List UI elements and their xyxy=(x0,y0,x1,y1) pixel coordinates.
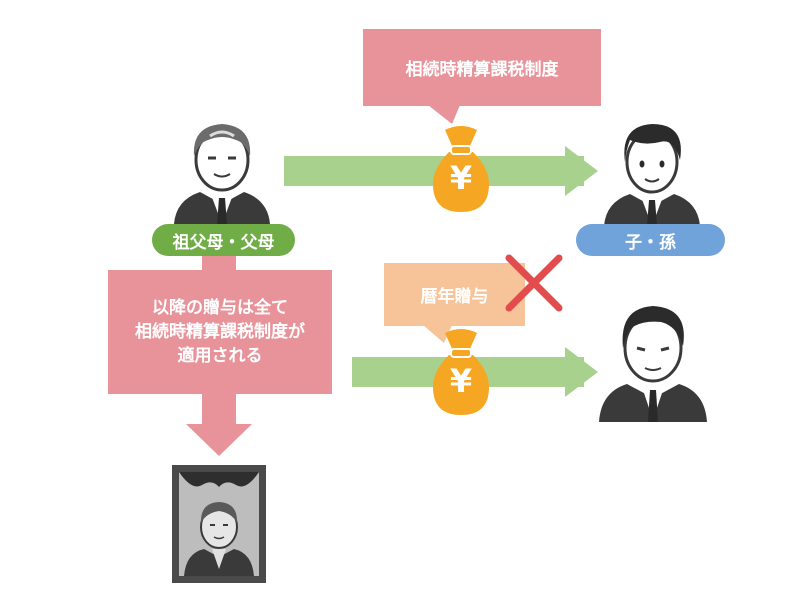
older-man-avatar xyxy=(599,306,707,422)
memorial-portrait-icon xyxy=(172,465,266,583)
giver-label-pill: 祖父母・父母 xyxy=(152,224,295,256)
note-line-1: 以降の贈与は全て xyxy=(152,298,288,318)
giver-label: 祖父母・父母 xyxy=(172,232,275,253)
top-bubble-label: 相続時精算課税制度 xyxy=(405,60,559,80)
mid-bubble-label: 暦年贈与 xyxy=(420,287,489,307)
grandfather-avatar xyxy=(174,124,270,224)
note-line-3: 適用される xyxy=(177,346,263,366)
receiver-label-pill: 子・孫 xyxy=(576,224,725,256)
lower-money-bag-icon xyxy=(433,329,489,415)
lower-yen-symbol: ¥ xyxy=(449,362,473,400)
mid-speech-bubble: 暦年贈与 xyxy=(384,263,525,326)
top-speech-bubble: 相続時精算課税制度 xyxy=(363,29,601,106)
young-man-avatar xyxy=(604,124,700,226)
receiver-label: 子・孫 xyxy=(625,232,676,253)
note-box: 以降の贈与は全て 相続時精算課税制度が 適用される xyxy=(108,270,332,394)
upper-money-bag-icon xyxy=(433,126,489,212)
note-line-2: 相続時精算課税制度が xyxy=(135,322,305,342)
upper-yen-symbol: ¥ xyxy=(449,159,473,197)
cross-mark-icon xyxy=(505,254,563,312)
